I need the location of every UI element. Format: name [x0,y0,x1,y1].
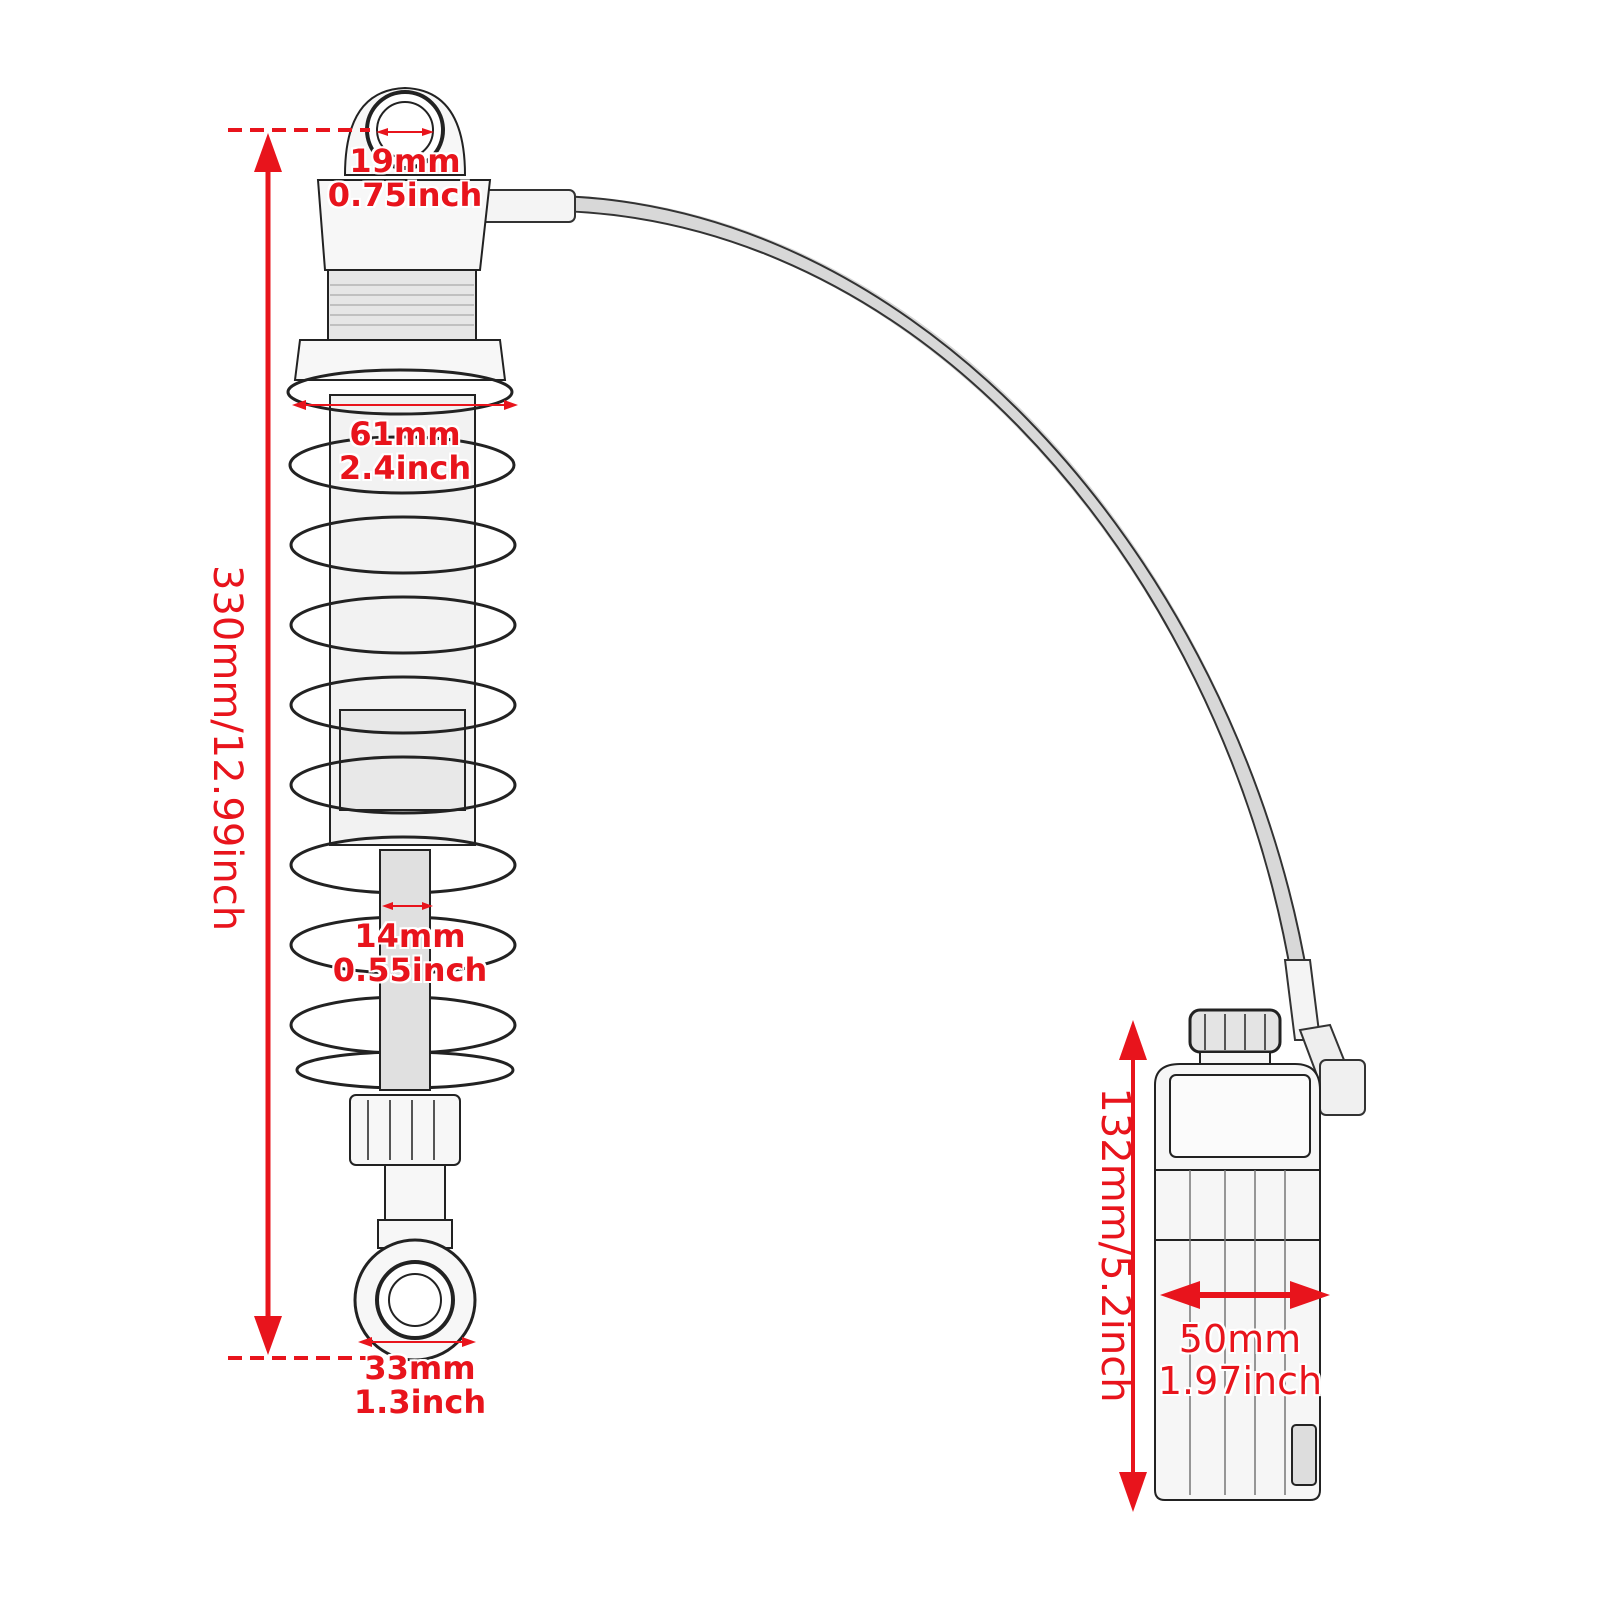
shock-absorber [286,86,517,1362]
dimension-lines [228,128,1330,1512]
reservoir [1154,1008,1321,1501]
reservoir-length-label: 132mm/5.2inch [1092,1087,1138,1403]
spring-width-dimension-label: 61mm 2.4inch [320,418,490,484]
shaft-dimension-label: 14mm 0.55inch [325,920,495,986]
top-eye-mm: 19mm [349,142,461,180]
shaft-inch: 0.55inch [332,951,488,989]
spring-width-inch: 2.4inch [338,449,472,487]
overall-length-label: 330mm/12.99inch [204,565,250,932]
hydraulic-hose [479,189,1366,1116]
bottom-eye-inch: 1.3inch [353,1383,487,1421]
bottom-eye-mm: 33mm [364,1349,476,1387]
shaft-mm: 14mm [354,917,466,955]
spring-width-mm: 61mm [349,415,461,453]
bottom-eye-dimension-label: 33mm 1.3inch [340,1352,500,1418]
top-eye-dimension-label: 19mm 0.75inch [320,145,490,211]
reservoir-diameter-mm: 50mm [1178,1317,1302,1361]
reservoir-diameter-inch: 1.97inch [1157,1359,1323,1403]
top-eye-inch: 0.75inch [327,176,483,214]
reservoir-diameter-label: 50mm 1.97inch [1150,1320,1330,1400]
